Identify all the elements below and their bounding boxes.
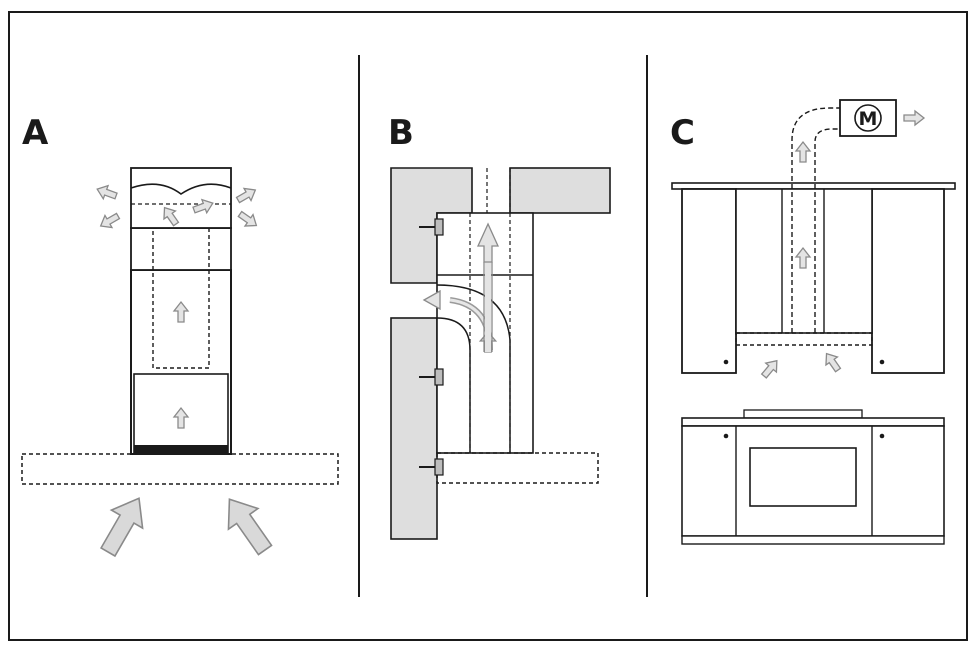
arrow-up-icon [795, 141, 811, 163]
panel-b [390, 167, 611, 540]
intake-arrow-left-icon [91, 488, 156, 562]
screw-icon [419, 458, 444, 476]
panel-label-b: B [388, 113, 414, 153]
screw-icon [419, 368, 444, 386]
arrow-up-left-icon [820, 348, 845, 375]
arrow-out-right-icon [233, 183, 260, 207]
motor-icon [854, 104, 882, 132]
panel-label-a: A [22, 113, 49, 153]
panel-c: M [671, 99, 956, 545]
arrow-up-right-icon [757, 355, 783, 382]
arrow-out-left-down-icon [96, 209, 123, 233]
upper-cabinet-left [681, 188, 737, 374]
counter [681, 417, 945, 427]
panel-b-base-dashed [436, 452, 599, 484]
panel-a-base-dashed [21, 453, 339, 485]
arrow-right-icon [903, 110, 925, 126]
panel-a [21, 167, 339, 562]
intake-arrow-right-icon [213, 488, 281, 562]
duct-dashed [791, 107, 840, 333]
figure-border [8, 11, 968, 641]
chimney-top [130, 167, 232, 229]
screw-icon [419, 218, 444, 236]
hood-filter-bar [134, 445, 228, 454]
chimney-top-cut [130, 183, 232, 195]
plinth [681, 535, 945, 545]
oven-window [749, 447, 857, 507]
arrow-out-left-icon [94, 181, 120, 204]
wall-lower [390, 317, 438, 540]
motor-label: M [859, 108, 878, 130]
upper-cabinet-right [871, 188, 945, 374]
ceiling-right [509, 167, 611, 214]
arrow-out-right-down-icon [235, 207, 262, 232]
chimney-lower [130, 227, 232, 271]
panel-label-c: C [670, 113, 695, 153]
hood-c-dashed [735, 332, 873, 346]
cooktop [743, 409, 863, 419]
